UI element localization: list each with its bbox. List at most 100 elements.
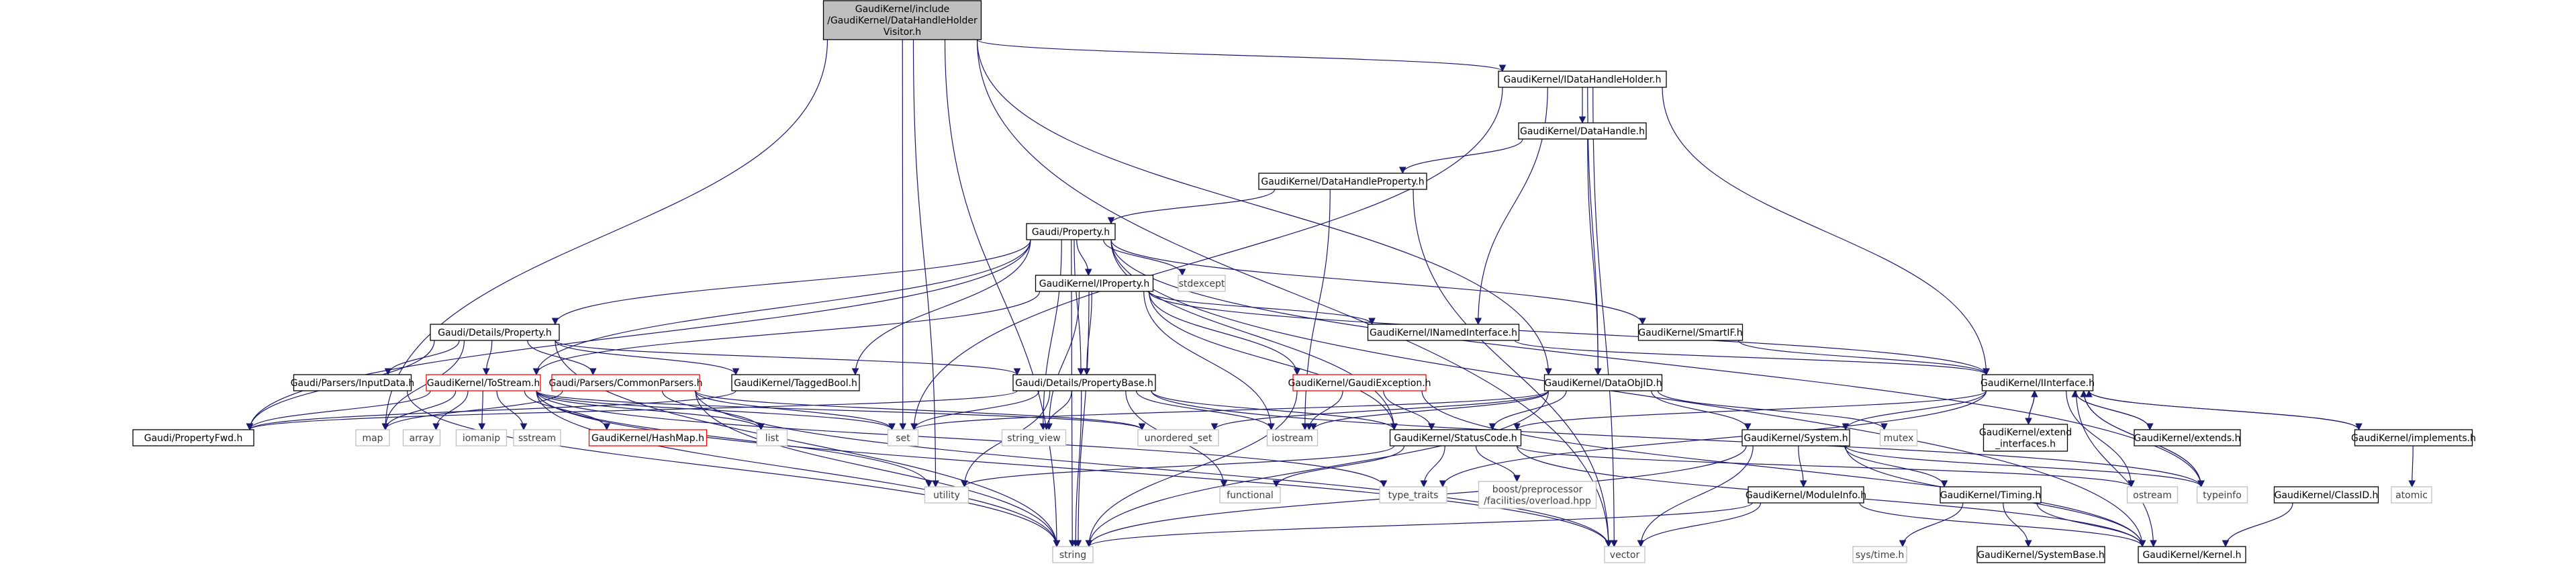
edge-iinterface-to-kernel <box>2075 390 2157 548</box>
node-statuscode[interactable]: GaudiKernel/StatusCode.h <box>1389 429 1522 446</box>
node-dhproperty[interactable]: GaudiKernel/DataHandleProperty.h <box>1258 173 1427 190</box>
node-box-utility <box>924 486 969 504</box>
node-box-property <box>1026 223 1116 240</box>
edge-tostream-to-array <box>432 390 469 431</box>
edge-commonparsers-to-map <box>381 390 563 431</box>
node-kernel[interactable]: GaudiKernel/Kernel.h <box>2138 546 2246 563</box>
node-box-commonparsers <box>551 374 700 391</box>
node-label-map: map <box>362 433 383 444</box>
edge-extendif-to-iinterface <box>2028 389 2038 425</box>
edge-iinterface-to-system <box>1842 390 1987 431</box>
edge-root-to-utility <box>912 39 939 488</box>
edge-tostream-to-map <box>381 390 457 431</box>
node-label-commonparsers: Gaudi/Parsers/CommonParsers.h <box>548 378 702 389</box>
edge-implements-to-atomic <box>2408 445 2416 488</box>
node-iostream: iostream <box>1266 429 1319 446</box>
node-box-atomic <box>2391 486 2432 504</box>
node-extendif[interactable]: GaudiKernel/extend_interfaces.h <box>1979 424 2072 452</box>
node-dataobjid[interactable]: GaudiKernel/DataObjID.h <box>1543 374 1663 391</box>
node-label-ostream: ostream <box>2133 490 2172 501</box>
edge-property-to-tostream <box>532 239 1031 376</box>
node-timing[interactable]: GaudiKernel/Timing.h <box>1940 486 2042 504</box>
edge-property-to-iproperty <box>1076 239 1092 277</box>
node-tostream[interactable]: GaudiKernel/ToStream.h <box>426 374 541 391</box>
node-systembase[interactable]: GaudiKernel/SystemBase.h <box>1976 546 2105 563</box>
edge-details-to-tostream <box>482 340 493 376</box>
node-box-dhproperty <box>1258 173 1427 190</box>
node-hashmap[interactable]: GaudiKernel/HashMap.h <box>588 429 708 446</box>
node-label-mutex: mutex <box>1884 433 1914 444</box>
node-inputdata[interactable]: Gaudi/Parsers/InputData.h <box>291 374 415 391</box>
node-box-smartif <box>1637 324 1744 341</box>
node-box-statuscode <box>1389 429 1522 446</box>
edge-gexception-to-iostream <box>1305 390 1343 431</box>
node-inamed[interactable]: GaudiKernel/INamedInterface.h <box>1367 324 1520 341</box>
node-box-string <box>1052 546 1094 563</box>
edge-property-to-propfwd <box>246 239 1031 431</box>
node-datahandle[interactable]: GaudiKernel/DataHandle.h <box>1518 122 1647 140</box>
node-label-classid: GaudiKernel/ClassID.h <box>2275 490 2379 501</box>
edge-iinterface-to-ostream <box>2066 390 2135 488</box>
node-array: array <box>402 429 441 446</box>
node-iproperty[interactable]: GaudiKernel/IProperty.h <box>1035 275 1154 292</box>
edge-commonparsers-to-unordered_set <box>695 390 1146 431</box>
node-label-type_traits: type_traits <box>1388 490 1439 501</box>
node-systime: sys/time.h <box>1852 546 1907 563</box>
edge-property-to-string_view <box>1039 239 1062 431</box>
node-idataholder[interactable]: GaudiKernel/IDataHandleHolder.h <box>1498 70 1667 88</box>
node-gexception[interactable]: GaudiKernel/GaudiException.h <box>1288 374 1431 391</box>
node-taggedbool[interactable]: GaudiKernel/TaggedBool.h <box>731 374 860 391</box>
edge-tostream-to-propfwd <box>246 390 431 431</box>
edge-iinterface-to-statuscode <box>1513 390 1987 431</box>
node-label-iproperty: GaudiKernel/IProperty.h <box>1039 279 1149 289</box>
node-box-extends <box>2134 429 2241 446</box>
node-box-propbase <box>1012 374 1156 391</box>
node-box-implements <box>2354 429 2473 446</box>
node-smartif[interactable]: GaudiKernel/SmartIF.h <box>1637 324 1744 341</box>
node-property[interactable]: Gaudi/Property.h <box>1026 223 1116 240</box>
node-box-taggedbool <box>731 374 860 391</box>
node-box-tostream <box>426 374 541 391</box>
node-commonparsers[interactable]: Gaudi/Parsers/CommonParsers.h <box>548 374 703 391</box>
node-moduleinfo[interactable]: GaudiKernel/ModuleInfo.h <box>1746 486 1866 504</box>
edge-iproperty-to-propbase <box>1083 291 1092 376</box>
node-implements[interactable]: GaudiKernel/implements.h <box>2351 429 2476 446</box>
node-box-iproperty <box>1035 275 1154 292</box>
node-label-propbase: Gaudi/Details/PropertyBase.h <box>1015 378 1153 389</box>
node-label-utility: utility <box>933 490 960 501</box>
edge-iproperty-to-string_view <box>1045 291 1080 431</box>
edge-iproperty-to-iinterface <box>1148 291 1990 376</box>
node-label-list: list <box>765 433 779 444</box>
edge-propbase-to-string_view <box>1043 390 1072 431</box>
node-label-atomic: atomic <box>2395 490 2428 501</box>
node-box-propfwd <box>132 429 254 446</box>
edge-dhproperty-to-vector <box>1413 189 1613 548</box>
node-stdexcept: stdexcept <box>1178 275 1226 292</box>
node-label-string: string <box>1059 550 1086 561</box>
node-system[interactable]: GaudiKernel/System.h <box>1742 429 1850 446</box>
node-root[interactable]: GaudiKernel/include/GaudiKernel/DataHand… <box>822 0 982 40</box>
edge-system-to-typeinfo <box>1845 445 2205 488</box>
node-label-hashmap: GaudiKernel/HashMap.h <box>591 433 704 444</box>
node-map: map <box>355 429 390 446</box>
node-ostream: ostream <box>2126 486 2179 504</box>
node-label-sstream: sstream <box>518 433 556 444</box>
node-label-system: GaudiKernel/System.h <box>1744 433 1848 444</box>
node-details[interactable]: Gaudi/Details/Property.h <box>430 324 560 341</box>
edge-tostream-to-utility <box>536 390 933 488</box>
node-box-set <box>887 429 919 446</box>
edge-iinterface-to-type_traits <box>1439 390 1987 488</box>
node-set: set <box>887 429 919 446</box>
node-label-moduleinfo: GaudiKernel/ModuleInfo.h <box>1746 490 1866 501</box>
edge-root-to-dataobjid <box>976 39 1552 376</box>
node-box-idataholder <box>1498 70 1667 88</box>
edge-statuscode-to-type_traits <box>1420 445 1445 488</box>
node-propbase[interactable]: Gaudi/Details/PropertyBase.h <box>1012 374 1156 391</box>
node-propfwd[interactable]: Gaudi/PropertyFwd.h <box>132 429 254 446</box>
node-iinterface[interactable]: GaudiKernel/IInterface.h <box>1981 374 2095 391</box>
node-classid[interactable]: GaudiKernel/ClassID.h <box>2273 486 2379 504</box>
edge-tostream-to-set <box>536 390 896 431</box>
node-label-gexception: GaudiKernel/GaudiException.h <box>1288 378 1431 389</box>
node-extends[interactable]: GaudiKernel/extends.h <box>2134 429 2241 446</box>
